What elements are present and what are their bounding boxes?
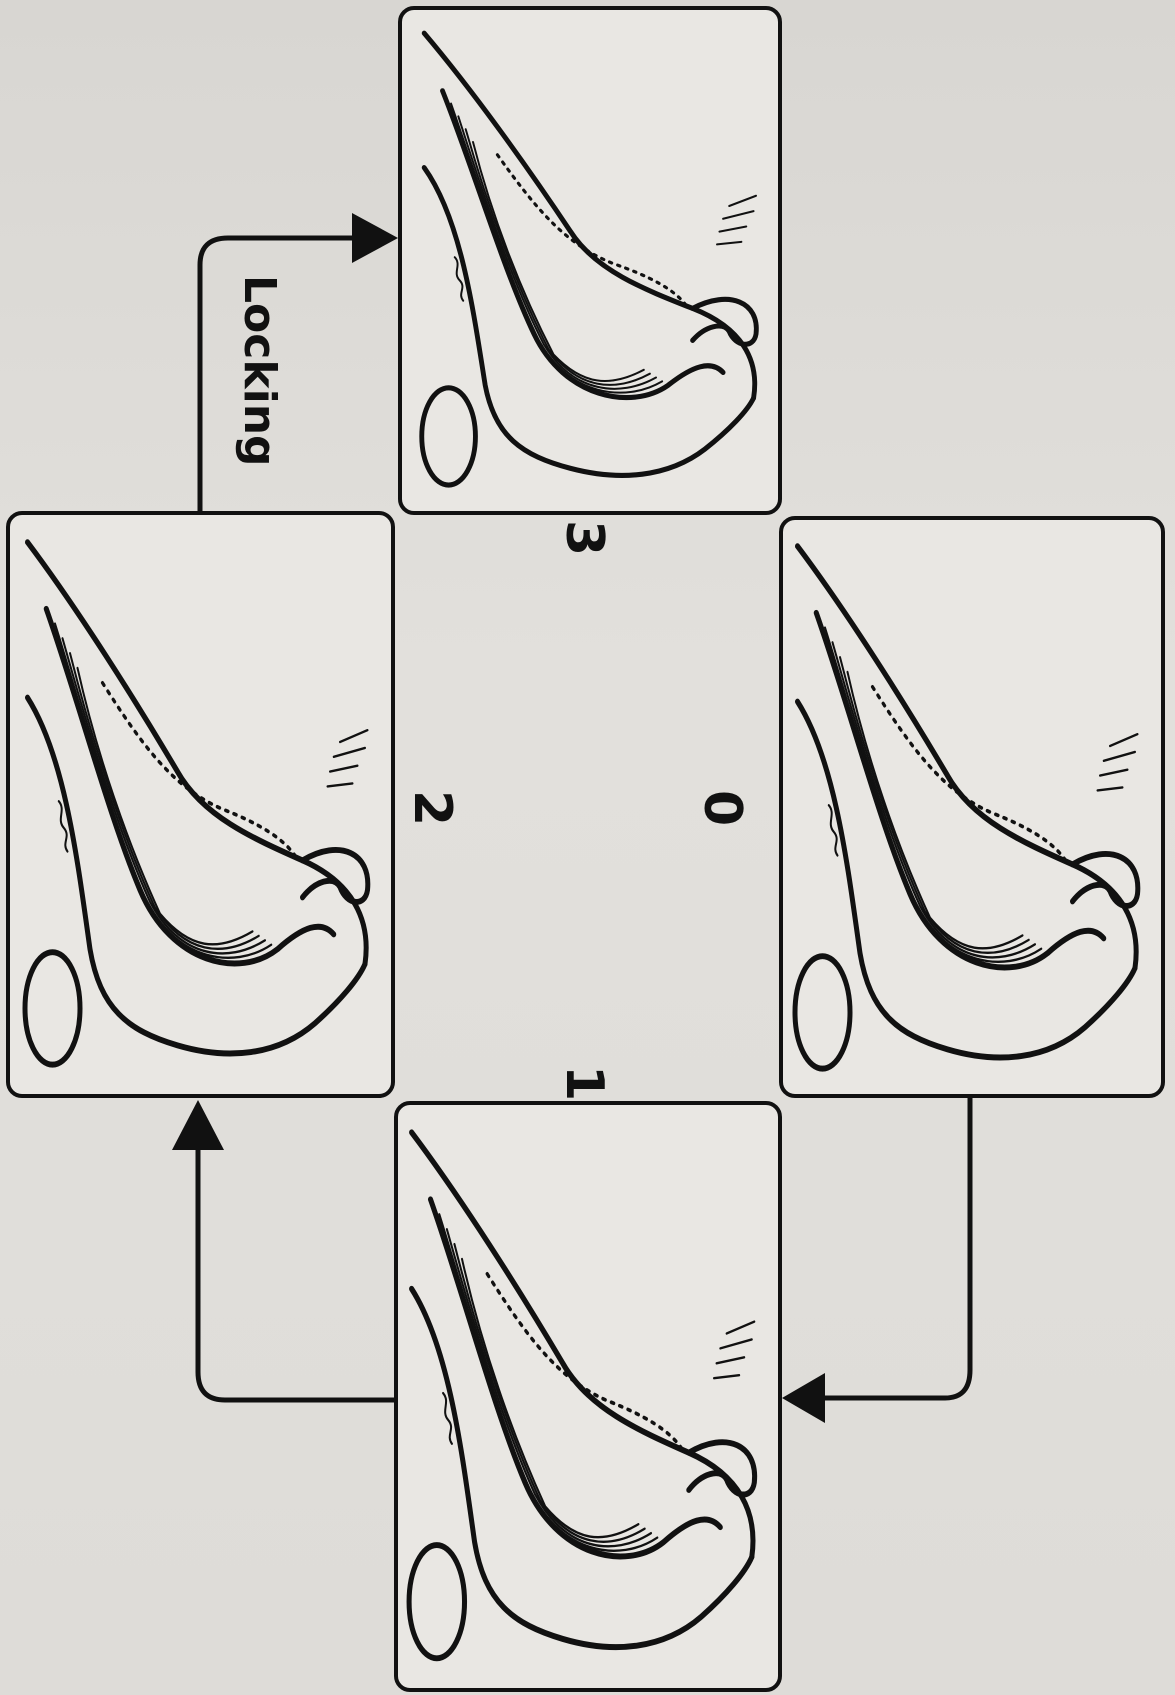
- stage-label-0: 0: [692, 790, 752, 826]
- panel-stage-3: [400, 8, 780, 513]
- locking-label: Locking: [234, 275, 285, 467]
- panel-stage-2: [8, 513, 393, 1096]
- stage-label-2: 2: [402, 790, 462, 826]
- stage-label-1: 1: [554, 1065, 614, 1101]
- panel-stage-0: [781, 518, 1163, 1096]
- stage-label-3: 3: [554, 520, 614, 556]
- arrow-locking: [200, 213, 398, 512]
- arrow-1-to-2: [172, 1100, 394, 1400]
- arrow-0-to-1: [782, 1098, 970, 1423]
- panel-stage-1: [396, 1103, 780, 1690]
